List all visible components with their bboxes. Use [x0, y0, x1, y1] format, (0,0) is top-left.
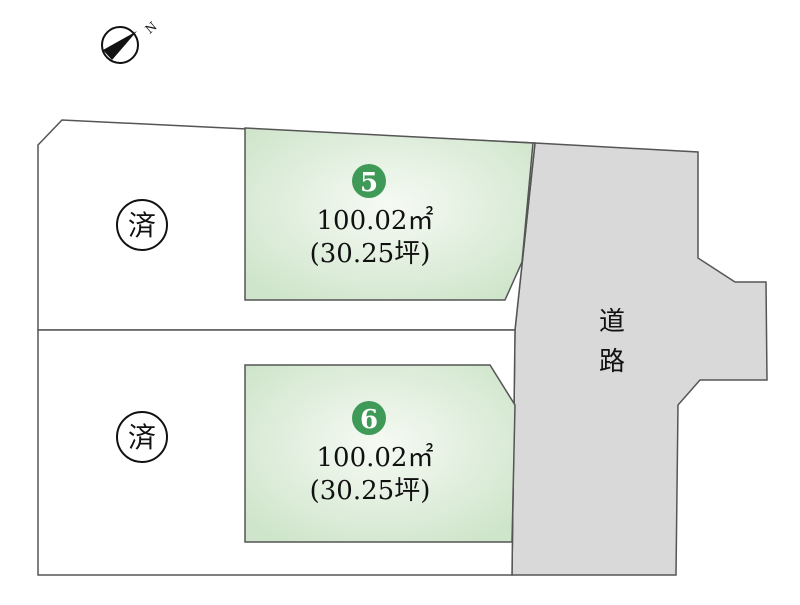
- road-label-1: 道: [599, 307, 625, 337]
- compass: N: [101, 19, 160, 64]
- sold-badge-icon: [116, 199, 168, 251]
- compass-label: N: [143, 19, 160, 36]
- lot-6-area-tsubo: (30.25坪): [310, 476, 431, 506]
- lot-number-badge: [352, 164, 386, 198]
- lot-5-area-tsubo: (30.25坪): [310, 239, 431, 269]
- sold-badge-icon: [116, 411, 168, 463]
- lot-number-badge: [352, 401, 386, 435]
- lot-6-area-m2: 100.02㎡: [317, 443, 434, 473]
- road-area: [511, 142, 768, 576]
- lot-6: [244, 364, 516, 543]
- road-label-2: 路: [599, 347, 625, 377]
- north-arrow-icon: [103, 31, 137, 60]
- lot-6-number: 6: [360, 405, 378, 435]
- lot-sold-status: 済: [128, 421, 156, 454]
- lot-5-number: 5: [360, 168, 378, 198]
- lot-5-area-m2: 100.02㎡: [317, 206, 434, 236]
- lot-sold-status: 済: [128, 209, 156, 242]
- lot-5: [244, 127, 534, 301]
